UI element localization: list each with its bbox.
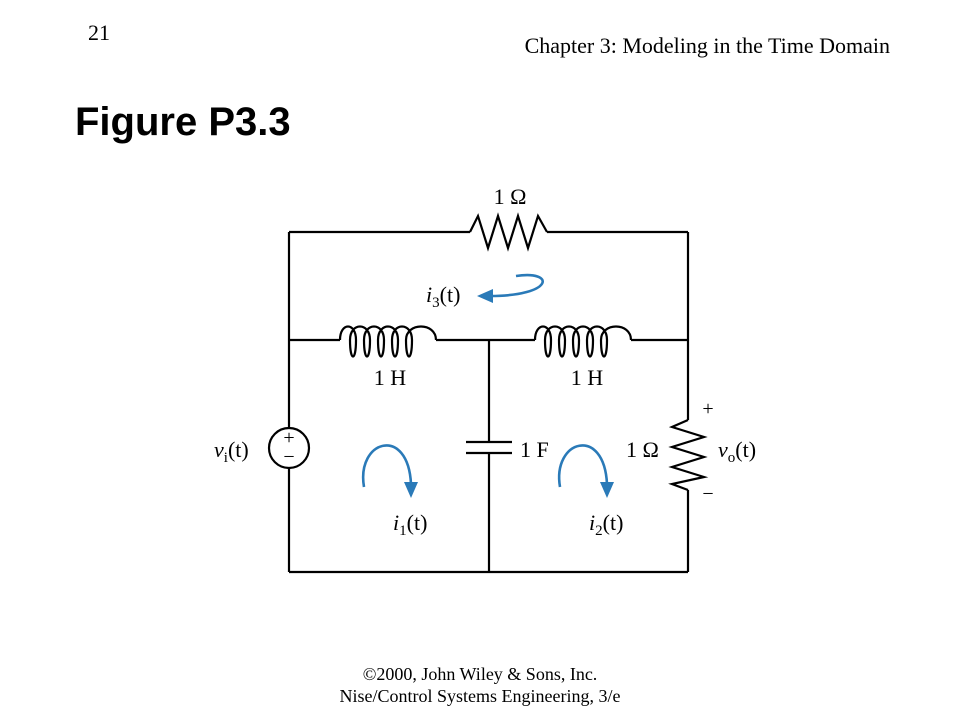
i2-arrowhead [600, 482, 614, 498]
source-label: vi(t) [214, 437, 249, 466]
output-plus: + [702, 398, 713, 420]
i3-arrowhead [477, 289, 493, 303]
i1-arrowhead [404, 482, 418, 498]
footer-book-title: Nise/Control Systems Engineering, 3/e [339, 686, 621, 706]
output-label: vo(t) [718, 437, 756, 466]
i1-label: i1(t) [393, 510, 427, 539]
chapter-title: Chapter 3: Modeling in the Time Domain [524, 33, 890, 58]
i3-loop-arrow [489, 273, 544, 298]
top-resistor-label: 1 Ω [494, 184, 527, 209]
source-plus: + [283, 427, 294, 449]
i2-loop-arrow [557, 444, 609, 488]
right-inductor [533, 325, 633, 358]
footer: ©2000, John Wiley & Sons, Inc. Nise/Cont… [0, 663, 960, 707]
i1-loop-arrow [361, 444, 413, 488]
footer-copyright: ©2000, John Wiley & Sons, Inc. [362, 664, 598, 684]
right-resistor-label: 1 Ω [626, 437, 659, 462]
figure-title: Figure P3.3 [75, 100, 291, 144]
source-minus: − [283, 446, 294, 468]
page-number: 21 [88, 20, 110, 45]
i3-label: i3(t) [426, 282, 460, 311]
left-inductor [338, 325, 438, 358]
output-minus: − [702, 483, 713, 505]
capacitor-label: 1 F [520, 437, 549, 462]
i2-label: i2(t) [589, 510, 623, 539]
right-resistor [668, 418, 709, 492]
voltage-source [267, 426, 311, 470]
right-inductor-label: 1 H [571, 365, 604, 390]
left-inductor-label: 1 H [374, 365, 407, 390]
top-resistor [469, 212, 548, 252]
